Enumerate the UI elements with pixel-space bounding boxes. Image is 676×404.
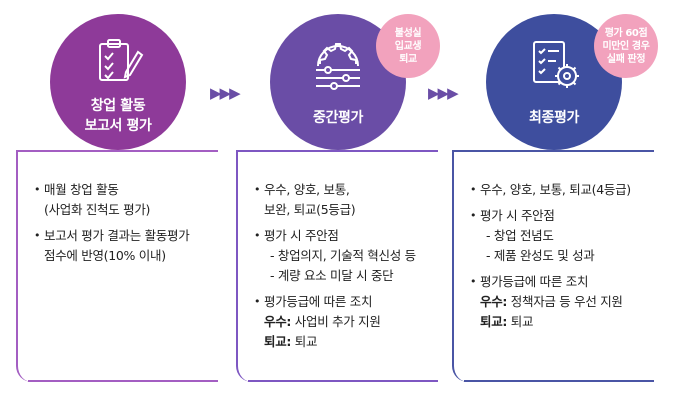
sub-item-text: 계량 요소 미달 시 중단 xyxy=(264,266,430,286)
stage3-detail-box: 우수, 양호, 보통, 퇴교(4등급) 평가 시 주안점창업 전념도제품 완성도 … xyxy=(452,150,654,382)
arrow-icon: ▶▶▶ xyxy=(428,84,459,102)
badge-line: 입교생 xyxy=(394,40,422,52)
item-text: 보고서 평가 결과는 활동평가 xyxy=(44,228,190,243)
item-text: 평가 시 주안점 xyxy=(480,208,555,223)
action-row: 퇴교: 퇴교 xyxy=(264,332,430,352)
stage1-title-line2: 보고서 평가 xyxy=(84,118,152,134)
stage3-detail-list: 우수, 양호, 보통, 퇴교(4등급) 평가 시 주안점창업 전념도제품 완성도 … xyxy=(470,180,646,338)
stage1-title-line1: 창업 활동 xyxy=(90,98,146,114)
list-item: 평가 시 주안점창업의지, 기술적 혁신성 등계량 요소 미달 시 중단 xyxy=(254,226,430,286)
sub-item-text: 창업 전념도 xyxy=(480,226,646,246)
list-item: 우수, 양호, 보통, 퇴교(4등급) xyxy=(470,180,646,200)
badge-line: 평가 60점 xyxy=(604,27,648,39)
action-label: 퇴교: xyxy=(480,314,508,329)
item-text: 보완, 퇴교(5등급) xyxy=(264,202,356,217)
item-text: (사업화 진척도 평가) xyxy=(44,202,151,217)
gear-sliders-icon xyxy=(316,43,360,90)
list-item: 매월 창업 활동 (사업화 진척도 평가) xyxy=(34,180,210,220)
item-text: 평가등급에 따른 조치 xyxy=(264,294,373,309)
badge-line: 실패 판정 xyxy=(606,53,646,65)
item-text: 매월 창업 활동 xyxy=(44,182,119,197)
item-text: 우수, 양호, 보통, xyxy=(264,182,350,197)
sub-item-text: 제품 완성도 및 성과 xyxy=(480,246,646,266)
action-value: 정책자금 등 우선 지원 xyxy=(510,294,623,309)
item-text: 평가등급에 따른 조치 xyxy=(480,274,589,289)
badge-line: 퇴교 xyxy=(399,53,417,65)
stage2-detail-box: 우수, 양호, 보통, 보완, 퇴교(5등급) 평가 시 주안점창업의지, 기술적 … xyxy=(236,150,438,382)
stage2-detail-list: 우수, 양호, 보통, 보완, 퇴교(5등급) 평가 시 주안점창업의지, 기술적 … xyxy=(254,180,430,358)
checklist-gear-icon xyxy=(533,41,579,88)
report-checklist-pen-icon xyxy=(99,39,144,81)
sub-item-text: 창업의지, 기술적 혁신성 등 xyxy=(264,246,430,266)
list-item: 평가 시 주안점창업 전념도제품 완성도 및 성과 xyxy=(470,206,646,266)
item-text: 점수에 반영(10% 이내) xyxy=(44,248,166,263)
list-item: 우수, 양호, 보통, 보완, 퇴교(5등급) xyxy=(254,180,430,220)
item-text: 우수, 양호, 보통, 퇴교(4등급) xyxy=(480,182,631,197)
stage3-note-badge: 평가 60점 미만인 경우 실패 판정 xyxy=(594,14,658,78)
action-label: 우수: xyxy=(264,314,292,329)
item-text: 평가 시 주안점 xyxy=(264,228,339,243)
action-row: 우수: 사업비 추가 지원 xyxy=(264,312,430,332)
badge-line: 불성실 xyxy=(394,27,422,39)
action-label: 우수: xyxy=(480,294,508,309)
action-value: 사업비 추가 지원 xyxy=(294,314,381,329)
action-value: 퇴교 xyxy=(510,314,534,329)
action-row: 퇴교: 퇴교 xyxy=(480,312,646,332)
stage2-title: 중간평가 xyxy=(313,110,363,126)
stage2-note-badge: 불성실 입교생 퇴교 xyxy=(376,14,440,78)
action-value: 퇴교 xyxy=(294,334,318,349)
action-row: 우수: 정책자금 등 우선 지원 xyxy=(480,292,646,312)
action-label: 퇴교: xyxy=(264,334,292,349)
arrow-icon: ▶▶▶ xyxy=(210,84,241,102)
stage1-circle: 창업 활동 보고서 평가 xyxy=(50,14,186,150)
badge-line: 미만인 경우 xyxy=(602,40,650,52)
stage3-title: 최종평가 xyxy=(529,110,579,126)
